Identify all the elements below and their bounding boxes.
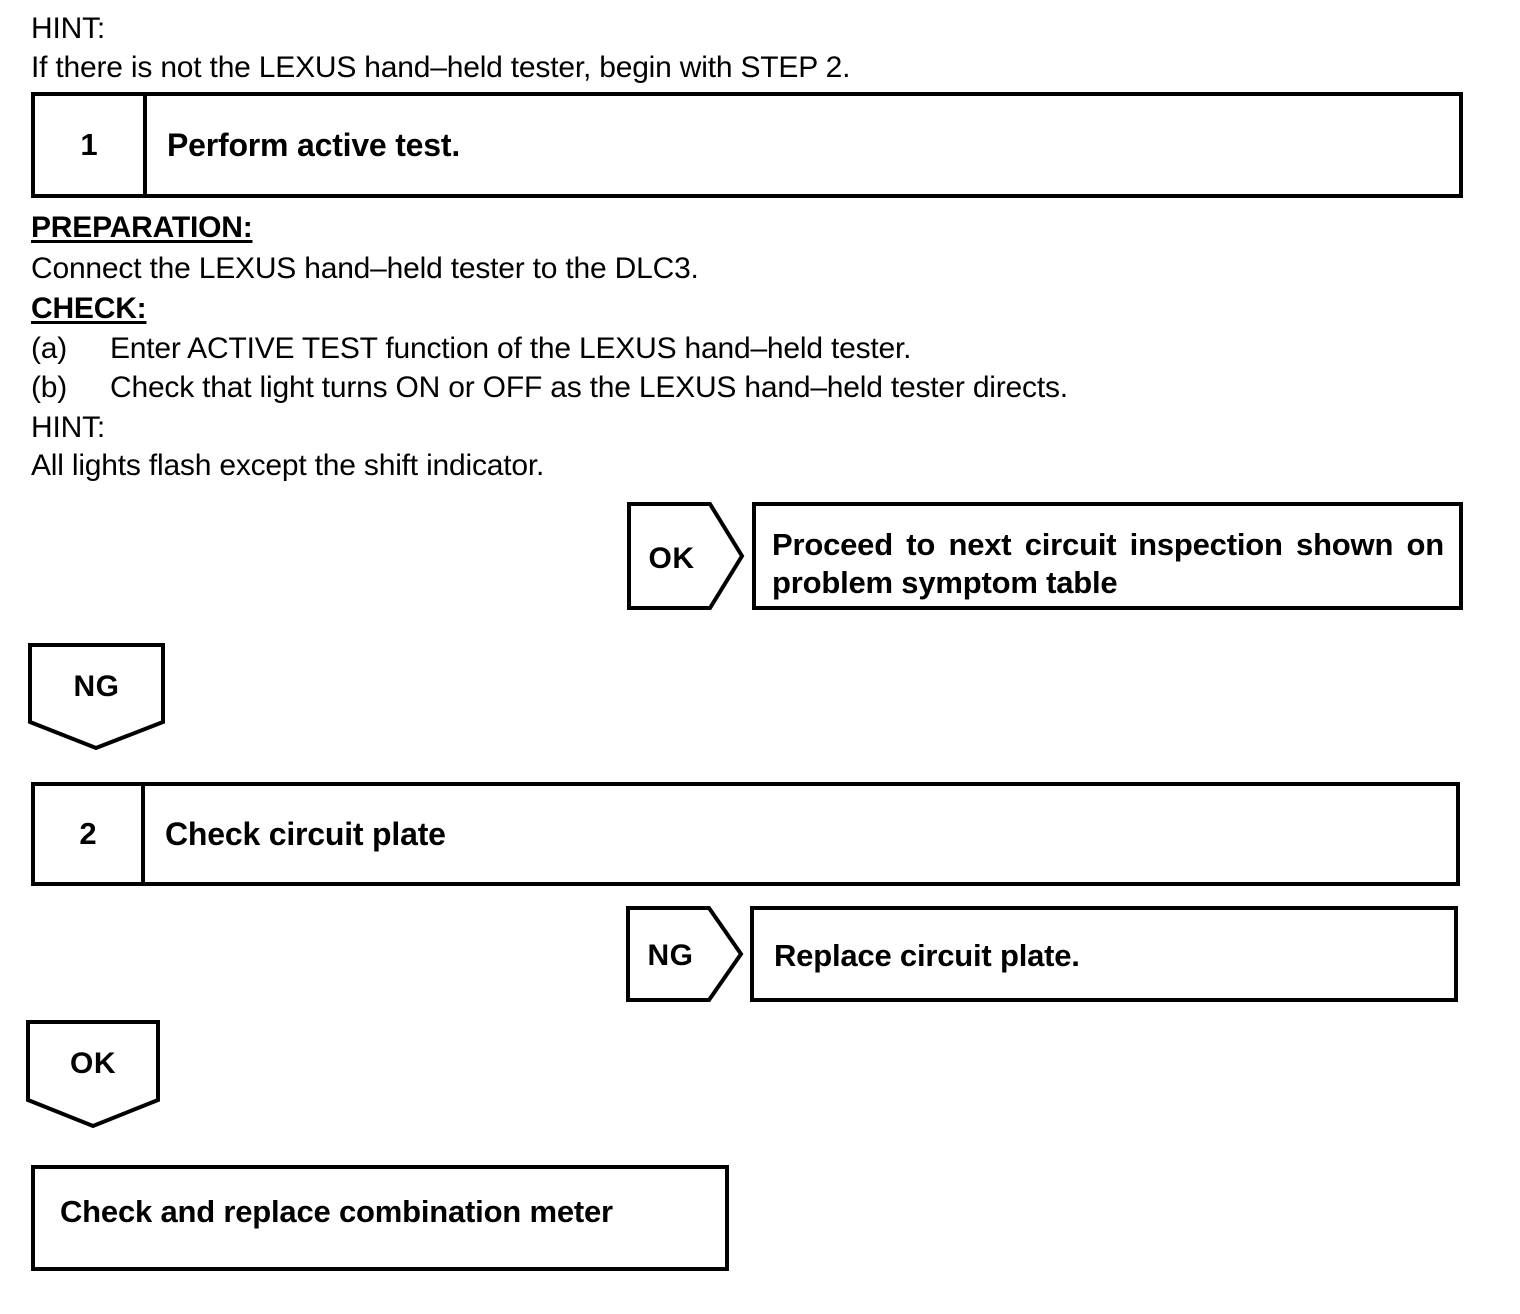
intro-hint-label: HINT: (31, 12, 106, 45)
ok-1-result-text: Proceed to next circuit inspection shown… (772, 527, 1444, 600)
step-2-box: 2 Check circuit plate (31, 782, 1460, 886)
judgement-ok-1-label: OK (648, 542, 695, 575)
step-2-number: 2 (35, 786, 145, 882)
check-label: CHECK: (31, 292, 147, 325)
down-pentagon-icon (26, 1020, 160, 1129)
intro-hint-text: If there is not the LEXUS hand–held test… (31, 51, 851, 84)
judgement-ng-2-label: NG (647, 939, 694, 972)
judgement-ng-1-label: NG (73, 670, 120, 703)
check-item-b-text: Check that light turns ON or OFF as the … (110, 371, 1068, 404)
detail-hint-text: All lights flash except the shift indica… (31, 449, 545, 482)
down-pentagon-icon (28, 643, 165, 751)
detail-hint-label: HINT: (31, 411, 106, 444)
judgement-ng-1-arrow: NG (28, 643, 165, 751)
ng-2-result-text: Replace circuit plate. (774, 938, 1080, 973)
right-pentagon-icon (627, 502, 745, 610)
check-item-a-marker: (a) (31, 332, 68, 365)
preparation-text: Connect the LEXUS hand–held tester to th… (31, 252, 699, 285)
check-item-b-marker: (b) (31, 371, 68, 404)
preparation-label: PREPARATION: (31, 211, 253, 244)
final-result-text: Check and replace combination meter (60, 1194, 613, 1229)
judgement-ok-2-label: OK (70, 1047, 116, 1080)
judgement-ok-1-arrow: OK (627, 502, 745, 610)
judgement-ok-2-arrow: OK (26, 1020, 160, 1129)
step-1-number: 1 (35, 96, 147, 194)
ng-2-result-box: Replace circuit plate. (750, 906, 1458, 1002)
check-item-a-text: Enter ACTIVE TEST function of the LEXUS … (110, 332, 912, 365)
right-pentagon-icon (626, 906, 744, 1002)
ok-1-result-box: Proceed to next circuit inspection shown… (752, 502, 1463, 610)
final-result-box: Check and replace combination meter (31, 1165, 729, 1271)
step-1-box: 1 Perform active test. (31, 92, 1463, 198)
step-2-title: Check circuit plate (165, 815, 446, 852)
step-1-title: Perform active test. (167, 126, 461, 163)
judgement-ng-2-arrow: NG (626, 906, 744, 1002)
